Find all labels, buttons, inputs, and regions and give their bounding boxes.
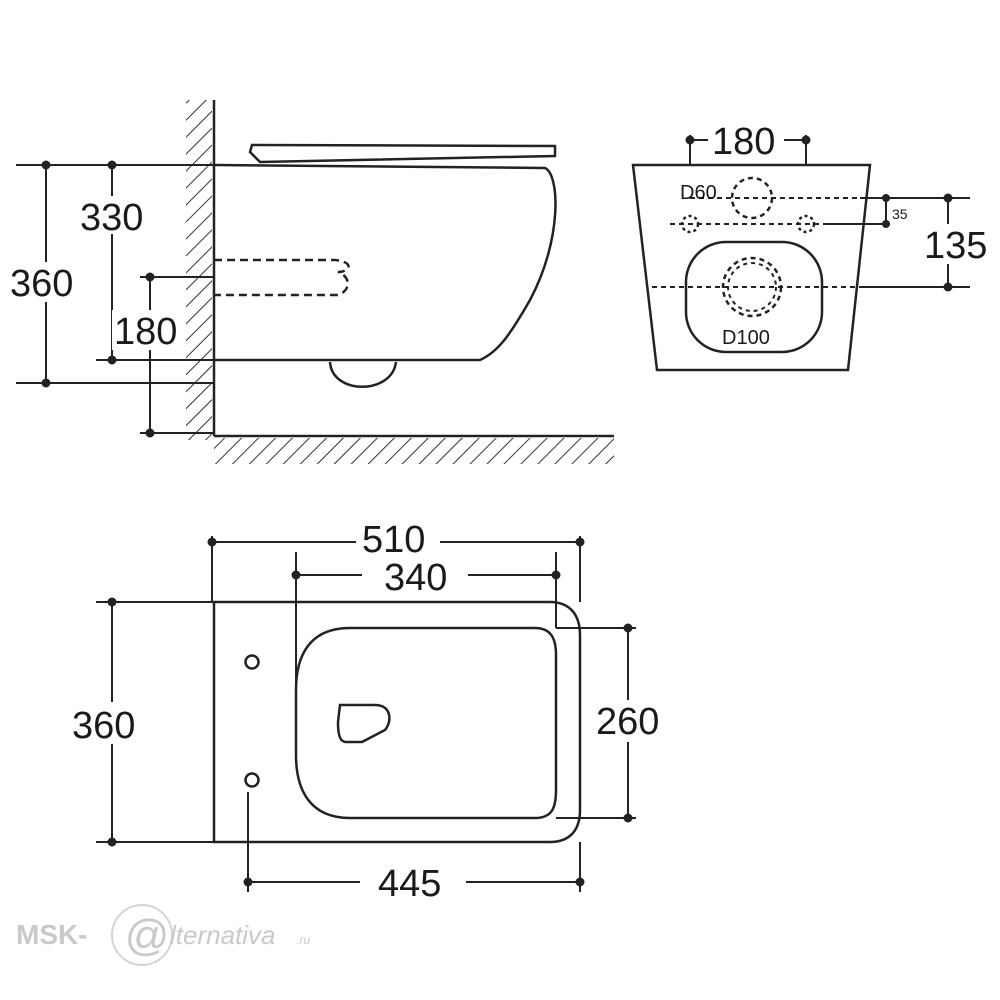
fixing-hole-top <box>244 654 260 670</box>
svg-text:lternativa: lternativa <box>170 920 276 950</box>
seat-lid <box>248 143 557 164</box>
dim-360-top-label: 360 <box>72 705 135 747</box>
back-view <box>631 163 872 372</box>
back-outline <box>631 163 872 372</box>
floor-hatch <box>214 438 614 464</box>
dim-360-side-label: 360 <box>10 263 73 305</box>
dim-180-back-label: 180 <box>712 121 775 163</box>
dim-180-side-label: 180 <box>114 311 177 353</box>
side-view <box>186 100 614 464</box>
d60-label: D60 <box>680 182 717 204</box>
dim-445-label: 445 <box>378 863 441 905</box>
watermark-logo: MSK- @ lternativa .ru <box>16 904 310 966</box>
outlet-pipe <box>214 258 350 297</box>
svg-text:.ru: .ru <box>296 933 310 947</box>
top-outline <box>212 600 582 844</box>
seat-outline <box>294 626 558 820</box>
dim-135-label: 135 <box>924 225 987 267</box>
outlet-opening <box>684 240 824 354</box>
dim-260-label: 260 <box>596 701 659 743</box>
top-view <box>212 600 582 844</box>
fixing-hole-bottom <box>244 772 260 788</box>
dim-35-label: 35 <box>892 206 908 222</box>
trap-bump <box>328 361 398 388</box>
d100-label: D100 <box>722 327 770 349</box>
bowl-opening <box>336 703 391 744</box>
dim-340-label: 340 <box>384 557 447 599</box>
dim-330-label: 330 <box>80 197 143 239</box>
dim-510-label: 510 <box>362 519 425 561</box>
svg-text:@: @ <box>124 911 169 960</box>
wall-hatch <box>186 100 212 440</box>
svg-text:MSK-: MSK- <box>16 919 88 950</box>
bowl-body <box>213 163 557 362</box>
